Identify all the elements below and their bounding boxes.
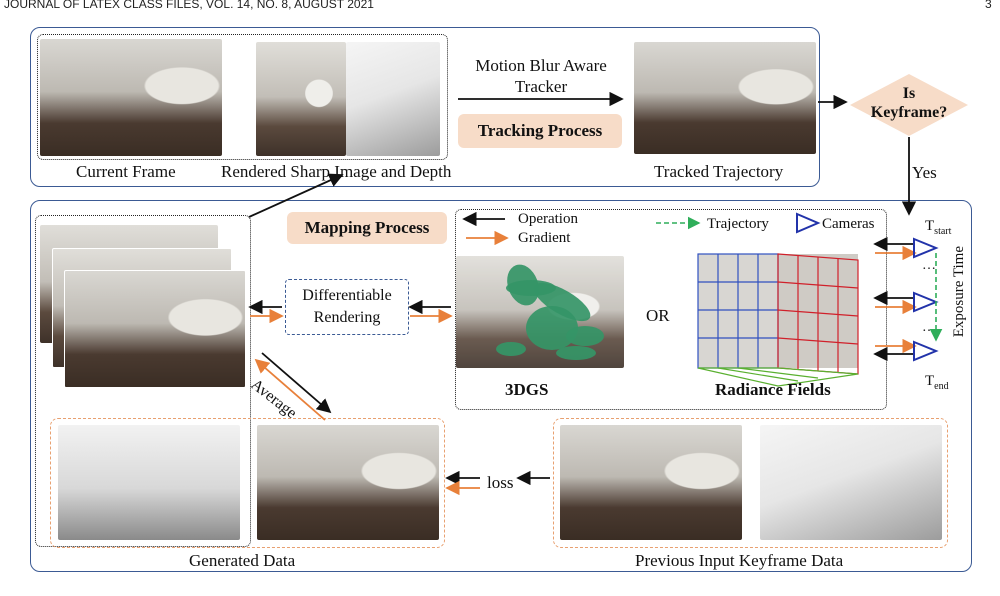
splat-blob — [496, 342, 526, 356]
or-label: OR — [646, 306, 670, 325]
average-grad-arrow — [254, 358, 326, 421]
rendered-label: Rendered Sharp Image and Depth — [221, 162, 452, 181]
generated-data-box — [35, 215, 251, 547]
generated-data-label: Generated Data — [189, 551, 296, 570]
camera-mid-icon — [913, 291, 939, 313]
generated-to-tracking-arrow — [248, 173, 344, 218]
radiance-fields-label: Radiance Fields — [715, 380, 831, 399]
t-end-subscript: end — [934, 381, 949, 392]
current-frame-image — [40, 39, 222, 156]
camera-end-icon — [913, 340, 939, 362]
mapping-panel — [30, 200, 972, 572]
representation-box — [455, 209, 887, 410]
generated-rgb-image — [257, 425, 439, 540]
keyframe-question: Is Keyframe? — [848, 84, 970, 122]
diff-rendering-line1: Differentiable — [302, 287, 392, 304]
keyframe-rgb-image — [560, 425, 742, 540]
splat-blob — [526, 306, 578, 350]
legend-camera-icon — [796, 212, 821, 234]
splat-blob — [506, 280, 556, 296]
t-start-subscript: start — [934, 226, 952, 237]
gs-label: 3DGS — [505, 380, 549, 399]
tracker-label-line1: Motion Blur Aware — [475, 56, 607, 75]
t-end-symbol: T — [925, 373, 935, 389]
current-frame-label: Current Frame — [76, 162, 176, 181]
generated-image-stack-3 — [64, 270, 246, 388]
keyframe-question-line1: Is — [902, 85, 916, 102]
keyframe-decision-diamond — [850, 74, 968, 136]
average-op-arrow — [261, 352, 332, 414]
tracking-panel — [30, 27, 820, 187]
keyframe-pair-box — [553, 418, 948, 548]
splat-blob — [566, 326, 604, 346]
rendered-sharp-image — [256, 42, 346, 156]
previous-keyframe-label: Previous Input Keyframe Data — [635, 551, 844, 570]
t-end-label: Tend — [925, 373, 949, 392]
tracked-trajectory-image — [634, 42, 816, 154]
camera-start-icon — [913, 237, 939, 259]
page-number: 3 — [985, 0, 992, 11]
tracked-trajectory-label: Tracked Trajectory — [654, 162, 784, 181]
legend-trajectory: Trajectory — [707, 216, 769, 232]
radiance-fields-cube — [697, 253, 859, 387]
legend-operation: Operation — [518, 211, 578, 227]
mapping-process-pill: Mapping Process — [287, 212, 447, 244]
splat-blob — [556, 346, 596, 360]
rendered-depth-image — [346, 42, 440, 156]
tracking-process-pill: Tracking Process — [458, 114, 622, 148]
legend-gradient: Gradient — [518, 230, 571, 246]
keyframe-question-line2: Keyframe? — [870, 104, 948, 121]
legend-cameras: Cameras — [822, 216, 875, 232]
generated-depth-image — [58, 425, 240, 540]
journal-header: JOURNAL OF LATEX CLASS FILES, VOL. 14, N… — [4, 0, 374, 11]
t-start-label: Tstart — [925, 218, 951, 237]
diff-rendering-line2: Rendering — [313, 309, 381, 326]
loss-label: loss — [487, 473, 514, 492]
yes-label: Yes — [912, 163, 937, 182]
camera-ellipsis-upper: … — [922, 258, 936, 273]
keyframe-depth-image — [760, 425, 942, 540]
differentiable-rendering-box: Differentiable Rendering — [285, 279, 409, 335]
input-images-box — [37, 34, 448, 160]
generated-pair-box — [50, 418, 445, 548]
t-start-symbol: T — [925, 218, 935, 234]
tracker-label-line2: Tracker — [514, 77, 568, 96]
gaussian-splatting-image — [456, 256, 624, 368]
